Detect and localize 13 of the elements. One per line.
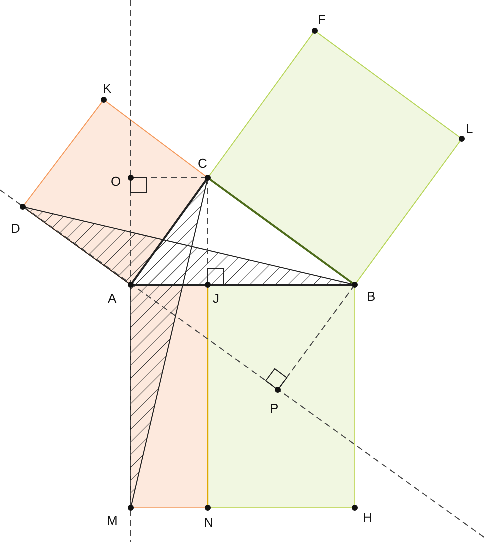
point-label: C <box>198 157 208 171</box>
point-label: J <box>213 292 220 306</box>
point-label: A <box>108 292 117 306</box>
point-label: D <box>11 222 20 236</box>
point-label: N <box>204 516 214 530</box>
point-label: L <box>466 122 474 136</box>
point-label: H <box>363 511 372 525</box>
point-label: B <box>367 290 376 304</box>
point-label: F <box>318 13 326 27</box>
point-label: P <box>270 402 279 416</box>
point-label: M <box>107 514 118 528</box>
point-label: O <box>111 175 122 189</box>
point-label: K <box>103 82 112 96</box>
